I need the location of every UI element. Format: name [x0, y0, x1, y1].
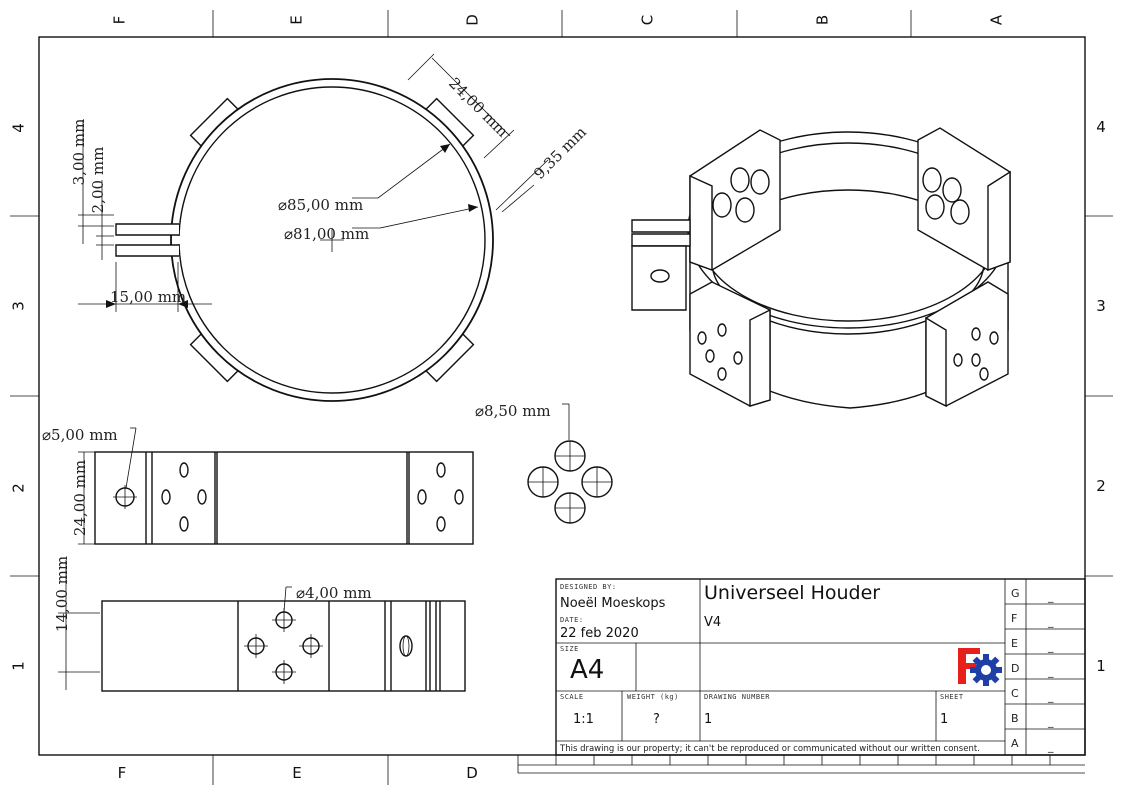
- zone-right-1: 1: [1096, 657, 1106, 675]
- size-label: SIZE: [560, 645, 579, 653]
- dim-d500: ⌀5,00 mm: [42, 426, 118, 444]
- dim-t200: 2,00 mm: [89, 147, 107, 214]
- top-view-ring: [115, 78, 494, 402]
- zone-labels-bottom: F E D: [118, 764, 478, 782]
- zone-bottom-e: E: [292, 764, 301, 782]
- freecad-logo-icon: [958, 648, 1002, 686]
- zone-top-f: F: [111, 16, 129, 25]
- dim-d85: ⌀85,00 mm: [278, 196, 363, 214]
- weight-label: WEIGHT (kg): [627, 693, 679, 701]
- date-label: DATE:: [560, 616, 584, 624]
- rev-value-f: _: [1047, 615, 1054, 628]
- zone-top-d: D: [464, 14, 482, 26]
- ruler-ticks: [555, 755, 1051, 765]
- revision-table: G _ F _ E _ D _ C _ B _ A _: [1005, 587, 1085, 753]
- designed-by-label: DESIGNED BY:: [560, 583, 617, 591]
- dim-t300: 3,00 mm: [70, 119, 88, 186]
- property-notice: This drawing is our property; it can't b…: [559, 744, 980, 754]
- dim-w935: 9,35 mm: [530, 123, 590, 183]
- rev-value-d: _: [1047, 665, 1054, 678]
- hole-pattern-detail: ⌀8,50 mm: [475, 402, 613, 524]
- rev-letter-d: D: [1011, 662, 1019, 675]
- rev-value-g: _: [1047, 590, 1054, 603]
- dim-d400: ⌀4,00 mm: [296, 584, 372, 602]
- scale-value: 1:1: [573, 712, 594, 727]
- zone-top-b: B: [814, 15, 832, 25]
- zone-right-3: 3: [1096, 297, 1106, 315]
- drawing-number-value: 1: [704, 712, 712, 727]
- iso-block-front-right: [925, 281, 1009, 408]
- isometric-view: [631, 127, 1011, 409]
- rev-letter-a: A: [1011, 737, 1019, 750]
- side-view-lower: 14,00 mm ⌀4,00 mm: [53, 556, 466, 692]
- dim-l1500: 15,00 mm: [110, 288, 186, 306]
- scale-label: SCALE: [560, 693, 584, 701]
- zone-bottom-f: F: [118, 764, 127, 782]
- iso-block-back-left: [689, 129, 781, 271]
- iso-block-front-left: [689, 281, 771, 407]
- dim-d850: ⌀8,50 mm: [475, 402, 551, 420]
- sheet-label: SHEET: [940, 693, 964, 701]
- dim-d81: ⌀81,00 mm: [284, 225, 369, 243]
- date-value: 22 feb 2020: [560, 626, 639, 641]
- zone-top-e: E: [288, 15, 306, 24]
- zone-left-3: 3: [10, 301, 28, 311]
- zone-labels-left: 4 3 2 1: [10, 123, 28, 671]
- rev-value-a: _: [1047, 740, 1054, 753]
- rev-letter-f: F: [1011, 612, 1017, 625]
- rev-letter-c: C: [1011, 687, 1019, 700]
- drawing-title: Universeel Houder: [704, 582, 880, 604]
- drawing-number-label: DRAWING NUMBER: [704, 693, 770, 701]
- zone-left-2: 2: [10, 483, 28, 493]
- zone-labels-right: 4 3 2 1: [1096, 118, 1106, 675]
- dim-h2400: 24,00 mm: [71, 460, 89, 536]
- zone-left-1: 1: [10, 661, 28, 671]
- title-block: DESIGNED BY: Noeël Moeskops DATE: 22 feb…: [555, 578, 1086, 756]
- size-value: A4: [570, 655, 604, 685]
- iso-split-clamp: [631, 219, 691, 311]
- designed-by-value: Noeël Moeskops: [560, 596, 666, 611]
- zone-top-c: C: [639, 15, 657, 25]
- drawing-subtitle: V4: [704, 615, 721, 630]
- zone-left-4: 4: [10, 123, 28, 133]
- dim-h1400: 14,00 mm: [53, 556, 71, 632]
- side-view-upper: 24,00 mm ⌀5,00 mm: [42, 426, 474, 545]
- weight-value: ?: [653, 712, 660, 727]
- zone-right-4: 4: [1096, 118, 1106, 136]
- rev-value-c: _: [1047, 690, 1054, 703]
- rev-letter-g: G: [1011, 587, 1020, 600]
- sheet-value: 1: [940, 712, 948, 727]
- rev-value-b: _: [1047, 715, 1054, 728]
- zone-labels-top: F E D C B A: [111, 14, 1006, 26]
- rev-letter-b: B: [1011, 712, 1019, 725]
- iso-block-back-right: [917, 127, 1011, 271]
- zone-right-2: 2: [1096, 477, 1106, 495]
- rev-letter-e: E: [1011, 637, 1018, 650]
- zone-top-a: A: [988, 14, 1006, 25]
- zone-bottom-d: D: [466, 764, 478, 782]
- rev-value-e: _: [1047, 640, 1054, 653]
